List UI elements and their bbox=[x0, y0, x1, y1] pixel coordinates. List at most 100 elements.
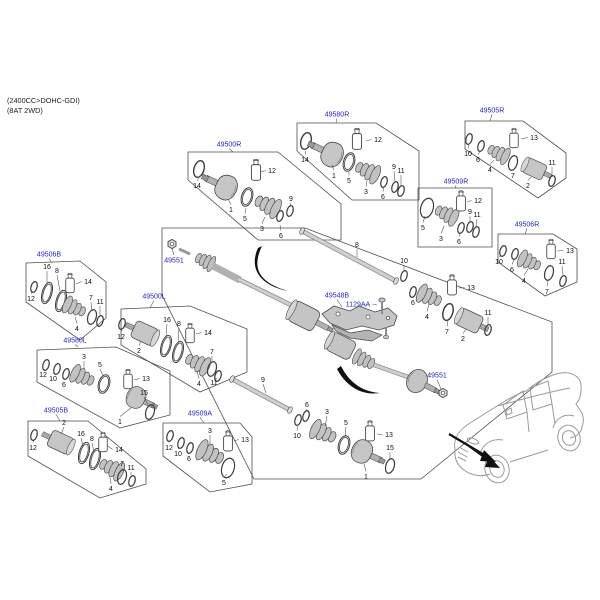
callout-49509R-11: 11 bbox=[473, 212, 480, 219]
direction-swoosh bbox=[254, 246, 288, 291]
direction-swoosh bbox=[337, 366, 380, 394]
callout-49506B-7: 7 bbox=[89, 295, 93, 302]
engine-spec-line: (2400CC>DOHC-GDI) bbox=[7, 96, 80, 105]
label-leader-line bbox=[489, 114, 493, 122]
group-box-49509A bbox=[162, 422, 253, 493]
part-code-49500L[interactable]: 49500L bbox=[142, 294, 165, 301]
callout-49505B-2: 2 bbox=[62, 420, 66, 427]
callout-49509R-5: 5 bbox=[421, 225, 425, 232]
callout-leader-line bbox=[458, 287, 465, 289]
callout-49506B-16: 16 bbox=[43, 264, 51, 271]
callout-leader-line bbox=[422, 215, 426, 223]
part-code-1129AA-3[interactable]: 1129AA bbox=[346, 302, 371, 309]
callout-49580L-3: 3 bbox=[82, 354, 86, 361]
label-leader-line bbox=[454, 185, 457, 189]
callout-49506B-14: 14 bbox=[84, 279, 92, 286]
callout-central-5: 5 bbox=[344, 420, 348, 427]
callout-49500R-9: 9 bbox=[289, 196, 293, 203]
intermediate-shaft-8 bbox=[299, 227, 399, 285]
callout-49505B-7: 7 bbox=[120, 461, 124, 468]
callout-leader-line bbox=[261, 216, 266, 224]
callout-leader-line bbox=[546, 280, 549, 287]
callout-leader-line bbox=[165, 323, 168, 338]
label-leader-line bbox=[336, 299, 343, 308]
callout-leader-line bbox=[74, 316, 78, 324]
callout-central-15: 15 bbox=[386, 445, 394, 452]
callout-49580L-13: 13 bbox=[142, 376, 150, 383]
callout-49505R-2: 2 bbox=[526, 183, 530, 190]
callout-leader-line bbox=[475, 218, 478, 227]
label-leader-line bbox=[372, 303, 378, 306]
part-code-49551-4[interactable]: 49551 bbox=[427, 373, 447, 380]
callout-49509A-5: 5 bbox=[222, 480, 226, 487]
part-code-49580L[interactable]: 49580L bbox=[63, 338, 86, 345]
callout-leader-line bbox=[304, 150, 307, 155]
group-box-49580L bbox=[36, 346, 171, 429]
callout-leader-line bbox=[393, 170, 396, 182]
part-code-49509R[interactable]: 49509R bbox=[444, 179, 469, 186]
callout-49500L-2: 2 bbox=[137, 348, 141, 355]
part-code-49551-1[interactable]: 49551 bbox=[164, 258, 184, 265]
callout-central-13: 13 bbox=[385, 432, 393, 439]
group-box-49506R bbox=[497, 233, 578, 297]
label-leader-line bbox=[74, 344, 79, 348]
callout-leader-line bbox=[446, 319, 449, 327]
callout-leader-line bbox=[561, 265, 564, 276]
callout-leader-line bbox=[363, 463, 367, 472]
callout-49506R-13: 13 bbox=[566, 248, 574, 255]
part-code-49500R[interactable]: 49500R bbox=[217, 142, 242, 149]
callout-49505B-8: 8 bbox=[90, 436, 94, 443]
callout-leader-line bbox=[223, 473, 228, 478]
callout-leader-line bbox=[324, 415, 328, 427]
part-code-49506R[interactable]: 49506R bbox=[515, 222, 540, 229]
callout-leader-line bbox=[279, 224, 282, 231]
callout-49509A-3: 3 bbox=[208, 428, 212, 435]
callout-leader-line bbox=[365, 180, 368, 187]
callout-49505R-10: 10 bbox=[464, 151, 472, 158]
callout-central-6: 6 bbox=[305, 402, 309, 409]
callout-leader-line bbox=[467, 144, 470, 149]
part-code-49580R[interactable]: 49580R bbox=[325, 112, 350, 119]
part-code-49506B[interactable]: 49506B bbox=[37, 252, 61, 259]
callout-49500R-3: 3 bbox=[260, 226, 264, 233]
callout-49580L-10: 10 bbox=[49, 376, 57, 383]
callout-49500L-8: 8 bbox=[177, 321, 181, 328]
group-box-49505B bbox=[27, 420, 147, 499]
callout-central-9: 9 bbox=[261, 377, 265, 384]
callout-49580R-14: 14 bbox=[301, 157, 309, 164]
callout-leader-line bbox=[168, 440, 171, 443]
callout-leader-line bbox=[289, 202, 292, 207]
location-arrow bbox=[448, 433, 487, 457]
parts-group-49506B-art bbox=[28, 272, 106, 328]
group-box-49509R bbox=[417, 187, 493, 248]
driveshaft-left-assembly bbox=[323, 330, 448, 399]
group-box-49500R bbox=[187, 151, 342, 241]
callout-49580L-6: 6 bbox=[62, 382, 66, 389]
callout-central-11: 11 bbox=[484, 310, 491, 317]
callout-central-3: 3 bbox=[325, 409, 329, 416]
parts-group-49500R-art bbox=[191, 158, 296, 223]
callout-leader-line bbox=[188, 452, 191, 454]
callout-leader-line bbox=[244, 207, 247, 214]
callout-49509A-6: 6 bbox=[187, 456, 191, 463]
callout-leader-line bbox=[520, 137, 528, 140]
callout-49580L-5: 5 bbox=[98, 362, 102, 369]
part-code-49505B[interactable]: 49505B bbox=[44, 408, 68, 415]
mounting-bolt bbox=[383, 327, 389, 340]
part-code-49548B-2[interactable]: 49548B bbox=[325, 293, 349, 300]
callout-central-2: 2 bbox=[461, 336, 465, 343]
vehicle-illustration bbox=[454, 372, 584, 484]
callout-49580R-9: 9 bbox=[392, 164, 396, 171]
callout-49506B-4: 4 bbox=[75, 326, 79, 333]
callout-leader-line bbox=[52, 373, 57, 375]
part-code-49505R[interactable]: 49505R bbox=[480, 108, 505, 115]
callout-49500R-5: 5 bbox=[243, 216, 247, 223]
callout-leader-line bbox=[60, 426, 65, 435]
location-arrow bbox=[468, 445, 492, 463]
callout-leader-line bbox=[296, 425, 299, 431]
callout-leader-line bbox=[195, 332, 202, 335]
group-box-49506B bbox=[25, 260, 107, 341]
callout-central-1: 1 bbox=[364, 474, 368, 481]
part-code-49509A[interactable]: 49509A bbox=[188, 411, 212, 418]
